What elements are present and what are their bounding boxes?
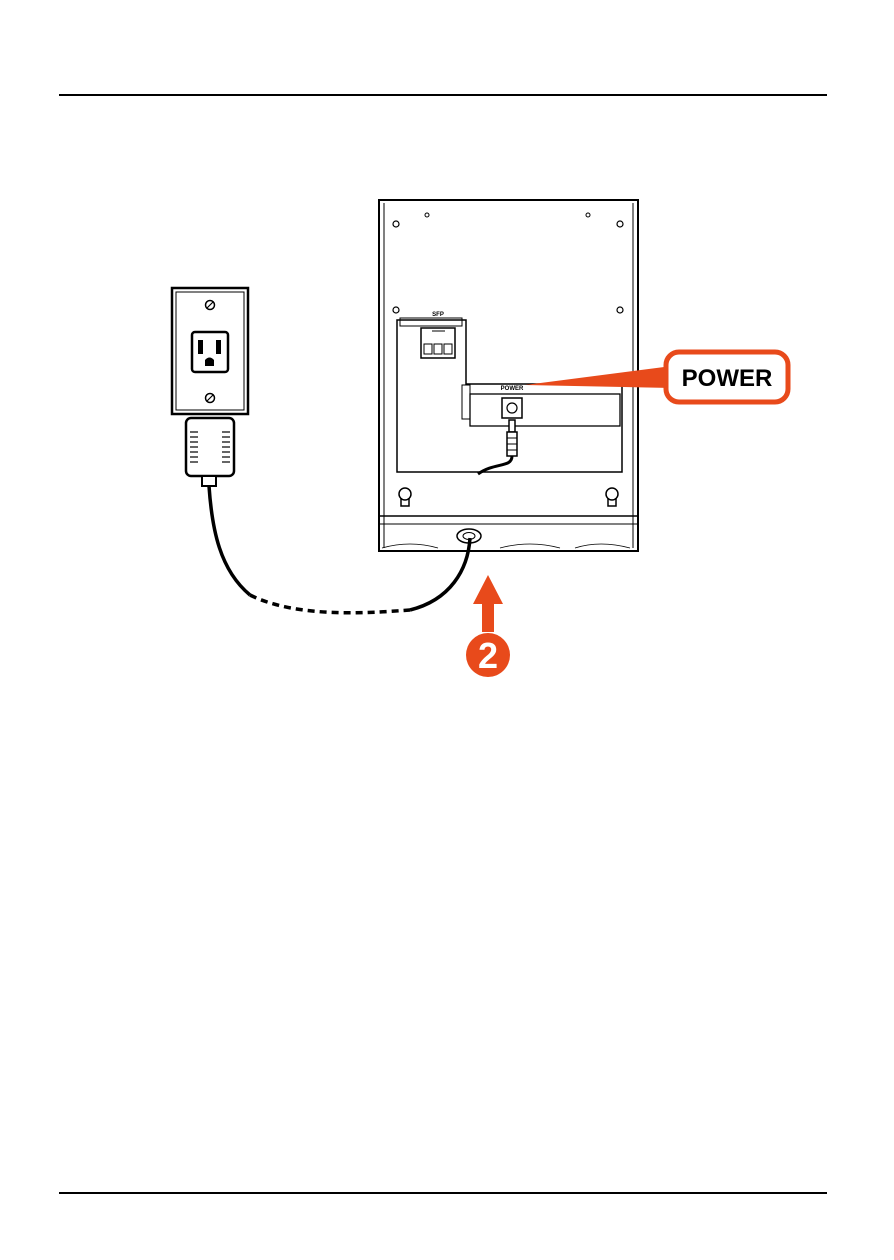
power-adapter-icon [186, 418, 234, 486]
panel-label-sfp: SFP [432, 312, 444, 318]
step-number-badge: 2 [466, 633, 510, 677]
wall-outlet-icon [172, 288, 248, 414]
step-number: 2 [478, 635, 498, 676]
arrow-up-icon [473, 575, 503, 632]
panel-label-power: POWER [501, 386, 524, 392]
power-cable [209, 486, 470, 613]
callout-label: POWER [682, 365, 773, 392]
